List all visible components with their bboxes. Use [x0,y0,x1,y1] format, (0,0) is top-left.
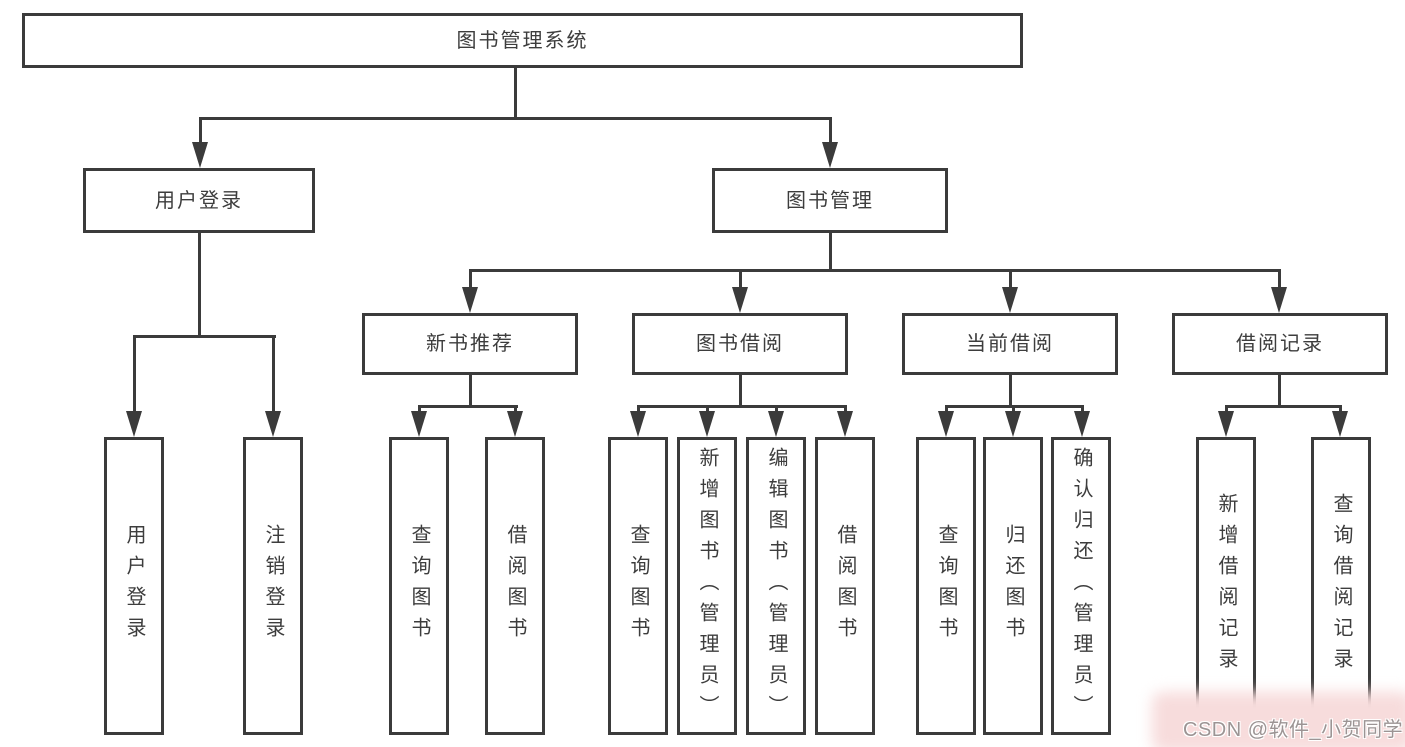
leaf-query-books-1-label: 查询图书 [408,524,430,648]
leaf-query-books-3: 查询图书 [916,437,976,735]
node-borrow-records: 借阅记录 [1172,313,1388,375]
node-current-borrow: 当前借阅 [902,313,1118,375]
leaf-query-books-2: 查询图书 [608,437,668,735]
leaf-add-borrow-record: 新增借阅记录 [1196,437,1256,735]
connector-line [469,269,472,289]
leaf-add-books-admin: 新增图书（管理员） [677,437,737,735]
connector-line [469,269,1281,272]
connector-line [637,405,847,408]
leaf-query-borrow-record: 查询借阅记录 [1311,437,1371,735]
connector-line [829,233,832,271]
connector-line [469,375,472,407]
leaf-query-books-3-label: 查询图书 [935,524,957,648]
node-book-borrow: 图书借阅 [632,313,848,375]
node-new-book-recommend-label: 新书推荐 [426,333,514,355]
connector-line [198,233,201,337]
watermark-text: CSDN @软件_小贺同学 [1183,719,1404,741]
node-book-manage: 图书管理 [712,168,948,233]
leaf-user-login: 用户登录 [104,437,164,735]
connector-line [1339,405,1342,413]
arrowhead-icon [938,411,954,437]
connector-line [1225,405,1228,413]
arrowhead-icon [507,411,523,437]
connector-line [945,405,948,413]
node-root: 图书管理系统 [22,13,1023,68]
node-current-borrow-label: 当前借阅 [966,333,1054,355]
connector-line [1278,375,1281,407]
connector-line [844,405,847,413]
leaf-query-books-2-label: 查询图书 [627,524,649,648]
connector-line [739,375,742,407]
leaf-logout-label: 注销登录 [262,524,284,648]
connector-line [1278,269,1281,289]
arrowhead-icon [411,411,427,437]
connector-line [272,335,275,413]
node-borrow-records-label: 借阅记录 [1236,333,1324,355]
arrowhead-icon [822,142,838,168]
arrowhead-icon [1332,411,1348,437]
connector-line [1009,375,1012,407]
connector-line [514,405,517,413]
node-user-login-label: 用户登录 [155,189,243,212]
arrowhead-icon [630,411,646,437]
leaf-confirm-return-admin: 确认归还（管理员） [1051,437,1111,735]
connector-line [739,269,742,289]
arrowhead-icon [1271,287,1287,313]
arrowhead-icon [126,411,142,437]
connector-line [1012,405,1015,413]
leaf-query-books-1: 查询图书 [389,437,449,735]
arrowhead-icon [462,287,478,313]
connector-line [1009,269,1012,289]
arrowhead-icon [1005,411,1021,437]
leaf-borrow-books-2: 借阅图书 [815,437,875,735]
leaf-borrow-books-2-label: 借阅图书 [834,524,856,648]
watermark-background [1152,692,1405,747]
connector-line [775,405,778,413]
node-book-manage-label: 图书管理 [786,189,874,212]
arrowhead-icon [837,411,853,437]
connector-line [514,68,517,118]
arrowhead-icon [699,411,715,437]
connector-line [418,405,518,408]
connector-line [199,117,202,144]
connector-line [637,405,640,413]
connector-line [199,117,831,120]
leaf-confirm-return-admin-label: 确认归还（管理员） [1070,446,1092,726]
connector-line [829,117,832,144]
leaf-borrow-books-1-label: 借阅图书 [504,524,526,648]
leaf-return-books-label: 归还图书 [1002,524,1024,648]
connector-line [1081,405,1084,413]
arrowhead-icon [192,142,208,168]
leaf-add-borrow-record-label: 新增借阅记录 [1215,493,1237,679]
arrowhead-icon [1002,287,1018,313]
leaf-edit-books-admin-label: 编辑图书（管理员） [765,446,787,726]
arrowhead-icon [1218,411,1234,437]
leaf-user-login-label: 用户登录 [123,524,145,648]
node-user-login: 用户登录 [83,168,315,233]
node-book-borrow-label: 图书借阅 [696,333,784,355]
leaf-borrow-books-1: 借阅图书 [485,437,545,735]
node-new-book-recommend: 新书推荐 [362,313,578,375]
arrowhead-icon [1074,411,1090,437]
arrowhead-icon [732,287,748,313]
arrowhead-icon [265,411,281,437]
arrowhead-icon [768,411,784,437]
leaf-query-borrow-record-label: 查询借阅记录 [1330,493,1352,679]
connector-line [418,405,421,413]
node-root-label: 图书管理系统 [456,29,589,52]
leaf-edit-books-admin: 编辑图书（管理员） [746,437,806,735]
leaf-logout: 注销登录 [243,437,303,735]
connector-line [133,335,276,338]
connector-line [133,335,136,413]
connector-line [1225,405,1342,408]
connector-line [706,405,709,413]
leaf-add-books-admin-label: 新增图书（管理员） [696,446,718,726]
leaf-return-books: 归还图书 [983,437,1043,735]
